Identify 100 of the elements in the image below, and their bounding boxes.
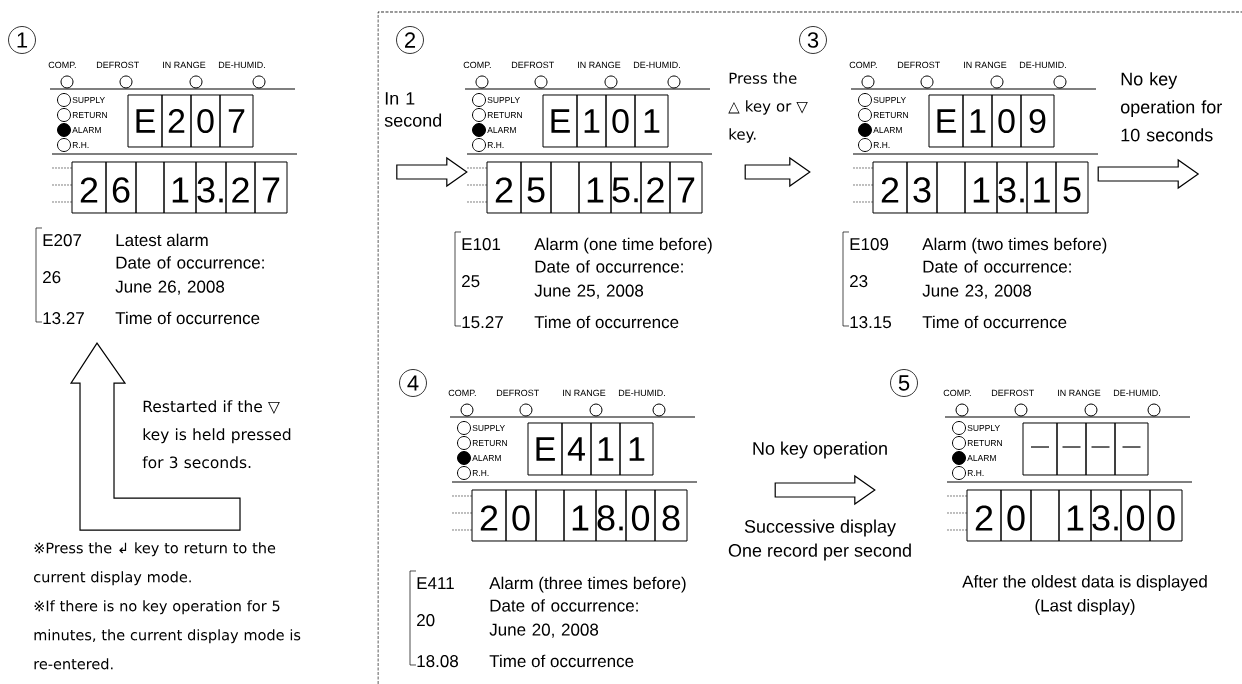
note-text: One record per second <box>728 543 911 561</box>
legend-text: Date of occurrence: June 25, 2008 <box>534 260 683 299</box>
caption-text: After the oldest data is displayed <box>962 575 1207 591</box>
display-digit: 7 <box>669 161 703 214</box>
indicator-label: DEFROST <box>496 389 539 397</box>
legend-text: Date of occurrence: June 20, 2008 <box>489 599 638 638</box>
display-digit: — <box>1056 422 1087 476</box>
step-number: 2 <box>396 26 424 54</box>
indicator-label: IN RANGE <box>563 389 606 397</box>
display-digit: 1 <box>163 161 197 214</box>
display-digit: 8 <box>654 489 688 542</box>
display-digit: 0 <box>1120 489 1151 542</box>
display-digit: 5. <box>610 161 642 214</box>
display-digit: 3. <box>996 161 1028 214</box>
legend-code: E109 <box>850 238 889 251</box>
indicator-label: ALARM <box>472 455 501 461</box>
display-digit: 1 <box>619 422 654 476</box>
legend-code: 23 <box>850 275 868 288</box>
indicator-label: IN RANGE <box>1058 389 1101 397</box>
indicator-label: DE-HUMID. <box>633 61 680 69</box>
step-number: 1 <box>8 26 36 54</box>
display-digit: 3. <box>195 161 227 214</box>
display-digit: 2 <box>161 94 192 148</box>
legend-text: Alarm (one time before) <box>534 237 712 254</box>
arrow <box>774 474 876 506</box>
caption-text: (Last display) <box>1035 599 1135 615</box>
display-digit: 1 <box>1026 161 1057 214</box>
indicator-label: COMP. <box>48 61 76 69</box>
indicator-label: R.H. <box>72 142 89 148</box>
indicator-label: R.H. <box>487 142 504 148</box>
display-digit: 6 <box>105 161 137 214</box>
display-digit: 0 <box>190 94 221 148</box>
indicator-label: DE-HUMID. <box>218 61 265 69</box>
legend-code: 13.15 <box>850 316 891 329</box>
display-digit: 0 <box>991 94 1022 148</box>
display-digit: — <box>1114 422 1149 476</box>
legend-code: 18.08 <box>417 655 458 668</box>
indicator-label: DEFROST <box>96 61 139 69</box>
step-number: 4 <box>399 369 427 397</box>
indicator-label: ALARM <box>487 127 516 133</box>
display-digit: E <box>527 422 563 476</box>
legend-code: 20 <box>417 614 435 627</box>
edge-label: Press the △ key or ▽ key. <box>728 72 808 143</box>
display-digit: E <box>127 94 163 148</box>
indicator-label: ALARM <box>72 127 101 133</box>
note-text: Successive display <box>744 519 896 537</box>
display-digit: E <box>542 94 578 148</box>
indicator-label: R.H. <box>472 470 489 476</box>
indicator-label: DE-HUMID. <box>618 389 665 397</box>
display-digit: 9 <box>1020 94 1055 148</box>
indicator-label: COMP. <box>943 389 971 397</box>
indicator-label: DEFROST <box>511 61 554 69</box>
indicator-label: RETURN <box>873 112 908 118</box>
indicator-label: RETURN <box>72 112 107 118</box>
legend-code: E207 <box>43 234 82 247</box>
step-number: 3 <box>799 26 827 54</box>
note-text: ※Press the ↲ key to return to the current display mode. <box>34 542 276 586</box>
display-digit: 7 <box>219 94 254 148</box>
edge-label: In 1 second <box>384 92 442 127</box>
display-digit: 4 <box>561 422 592 476</box>
indicator-label: COMP. <box>448 389 476 397</box>
indicator-label: SUPPLY <box>873 97 906 103</box>
indicator-label: RETURN <box>967 440 1002 446</box>
legend-text: Time of occurrence <box>922 315 1067 329</box>
legend-code: 26 <box>43 271 61 284</box>
display-digit: — <box>1022 422 1058 476</box>
display-digit: 0 <box>505 489 537 542</box>
indicator-label: SUPPLY <box>487 97 520 103</box>
legend-text: Date of occurrence: June 23, 2008 <box>922 260 1071 299</box>
display-digit: 2 <box>966 489 1002 542</box>
indicator-label: DE-HUMID. <box>1019 61 1066 69</box>
legend-text: Time of occurrence <box>489 654 634 668</box>
display-digit: 0 <box>1000 489 1032 542</box>
display-digit: 2 <box>225 161 256 214</box>
display-digit: 1 <box>590 422 621 476</box>
indicator-label: COMP. <box>849 61 877 69</box>
display-digit: 1 <box>563 489 597 542</box>
indicator-label: DE-HUMID. <box>1113 389 1160 397</box>
display-digit: 0 <box>1149 489 1183 542</box>
display-digit: 1 <box>1058 489 1092 542</box>
step-number: 5 <box>890 369 918 397</box>
legend-text: Time of occurrence <box>115 311 260 325</box>
legend-code: 13.27 <box>43 312 84 325</box>
indicator-label: R.H. <box>967 470 984 476</box>
edge-label: No key operation for 10 seconds <box>1120 72 1222 142</box>
legend-code: E411 <box>417 577 454 589</box>
display-digit: 1 <box>964 161 998 214</box>
edge-label: No key operation <box>753 441 887 459</box>
display-digit: 0 <box>625 489 656 542</box>
display-digit: 2 <box>486 161 522 214</box>
display-digit: 1 <box>634 94 669 148</box>
note-text: ※If there is no key operation for 5 minutes, the current display mode is re-entered. <box>34 600 301 670</box>
legend-text: Alarm (two times before) <box>922 237 1107 254</box>
indicator-label: DEFROST <box>991 389 1034 397</box>
display-digit: 3. <box>1090 489 1122 542</box>
display-digit: 3 <box>906 161 938 214</box>
indicator-label: SUPPLY <box>472 425 505 431</box>
indicator-label: DEFROST <box>897 61 940 69</box>
display-digit: 0 <box>605 94 636 148</box>
indicator-label: SUPPLY <box>72 97 105 103</box>
